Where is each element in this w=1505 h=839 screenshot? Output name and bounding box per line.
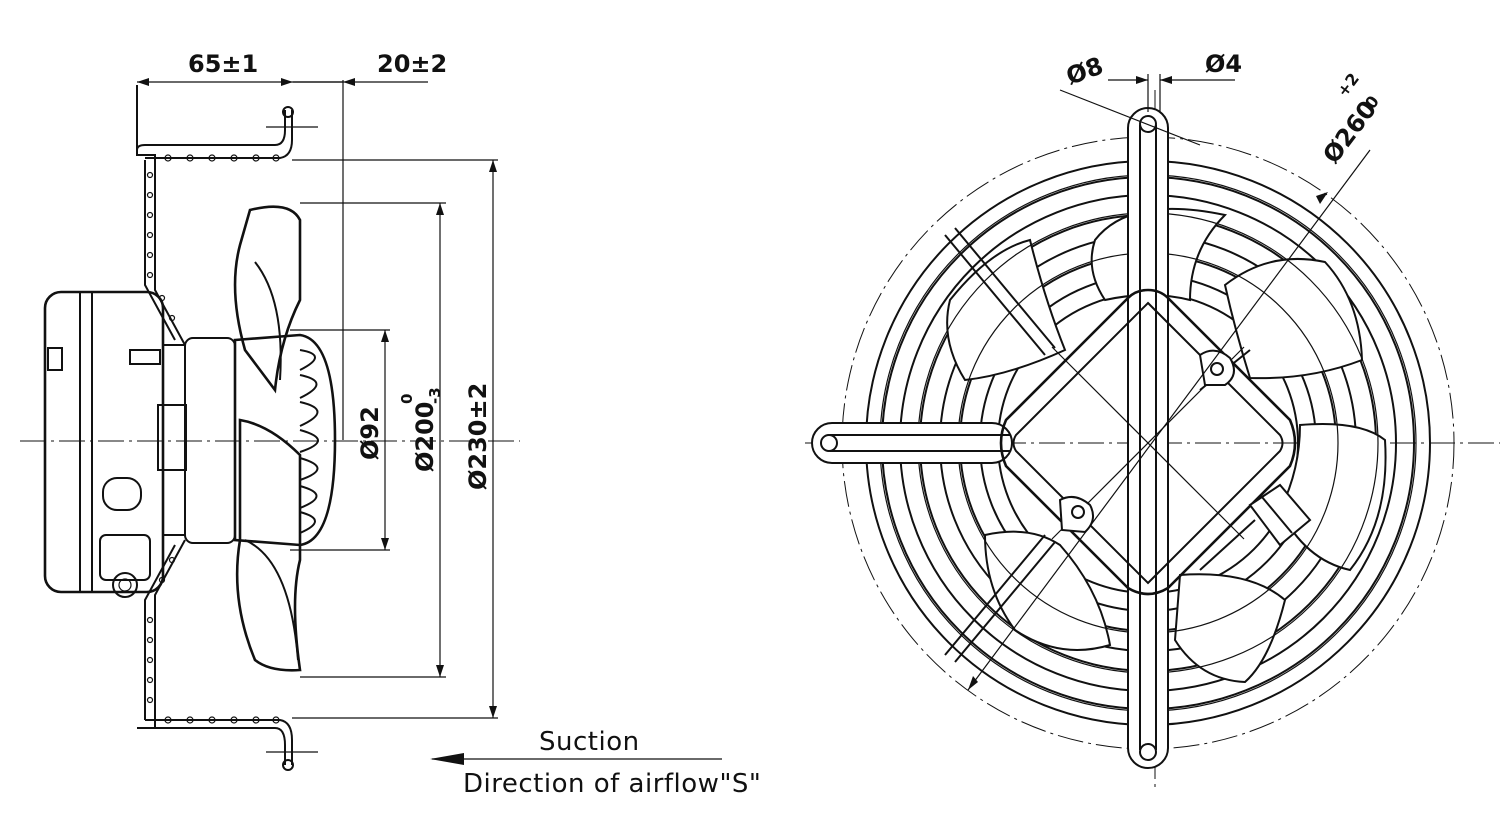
dim-blade-arrow-bottom	[436, 665, 444, 677]
rotor-hub	[233, 333, 337, 547]
dim-blade-tol-lower: -3	[426, 387, 444, 404]
dim-depth-text: 65±1	[188, 50, 258, 78]
guard-profile-top-inner	[144, 160, 176, 341]
motor-box-inner	[1012, 301, 1284, 585]
cable-gland-bore	[118, 578, 132, 592]
front-cable-gland-line	[1261, 496, 1293, 534]
dim-offset-arrow	[343, 78, 355, 86]
cable-gland-nut	[112, 572, 138, 598]
guard-top-rim	[145, 110, 293, 159]
blade-side-top-edge	[254, 261, 282, 381]
suction-label: Suction	[539, 727, 640, 757]
guard-bottom-rim-outer	[137, 727, 286, 765]
motor-lug-right-hole	[1210, 362, 1224, 376]
mount-hole-left	[820, 434, 838, 452]
airflow-note: Suction Direction of airflow"S"	[430, 727, 761, 799]
motor-lug-left	[1058, 495, 1095, 534]
airflow-direction-label: Direction of airflow"S"	[463, 769, 761, 799]
guard-top-rim-outer	[136, 110, 286, 155]
side-view: 65±1 20±2 Ø92 Ø200 0 -3 Ø230±2	[20, 50, 520, 771]
mount-plate	[162, 344, 186, 536]
guard-bottom-rim	[145, 719, 293, 765]
dim-guard-arrow-top	[489, 160, 497, 172]
dim-hole-large-text: Ø8	[1062, 52, 1106, 91]
dim-outer-leader	[967, 149, 1371, 691]
dim-hole-small-text: Ø4	[1205, 50, 1242, 78]
support-bar-vertical	[1127, 107, 1169, 769]
guard-profile-top	[136, 85, 186, 346]
blade-side-top	[233, 205, 302, 394]
housing-latch	[47, 347, 63, 371]
dim-depth-arrow-right	[281, 78, 293, 86]
blade-side-bottom-edge	[244, 539, 299, 661]
dim-blade-arrow-top	[436, 203, 444, 215]
dim-offset-text: 20±2	[377, 50, 447, 78]
mount-screw-top	[282, 106, 294, 118]
front-view: Ø8 Ø4 Ø260 +2 0	[805, 50, 1500, 790]
dim-hub-arrow-top	[381, 330, 389, 342]
dim-outer-arrow-bottom	[968, 676, 978, 690]
motor-lug-left-hole	[1071, 505, 1085, 519]
motor-box	[999, 288, 1297, 596]
dim-guard-arrow-bottom	[489, 706, 497, 718]
guard-profile-bottom-inner	[144, 544, 176, 720]
housing-plug	[102, 477, 142, 511]
mount-screw-bottom	[282, 759, 294, 771]
cable-gland	[99, 534, 151, 581]
hub-fins	[299, 349, 319, 534]
dim-outer-arrow	[1316, 192, 1328, 204]
dim-hub-arrow-bottom	[381, 538, 389, 550]
dim-hub-text: Ø92	[356, 406, 384, 460]
mount-hole-bottom	[1139, 743, 1157, 761]
dim-hole-arrow-left	[1136, 76, 1148, 84]
guard-wire-dots	[146, 154, 280, 724]
dim-depth-arrow-left	[137, 78, 149, 86]
blade-side-bottom	[235, 418, 302, 672]
dim-blade-text: Ø200	[411, 402, 439, 473]
motor-housing	[43, 290, 165, 594]
housing-tab	[129, 349, 161, 365]
motor-lug-right	[1198, 349, 1235, 386]
mount-hole-top	[1139, 115, 1157, 133]
dim-hole-leader	[1059, 89, 1201, 146]
dim-blade-tol-upper: 0	[398, 394, 416, 404]
dim-hole-arrow-right	[1160, 76, 1172, 84]
airflow-arrowhead	[430, 753, 464, 765]
shaft-block	[157, 404, 187, 471]
support-bar-horizontal	[811, 422, 1013, 464]
dim-guard-text: Ø230±2	[464, 383, 492, 490]
